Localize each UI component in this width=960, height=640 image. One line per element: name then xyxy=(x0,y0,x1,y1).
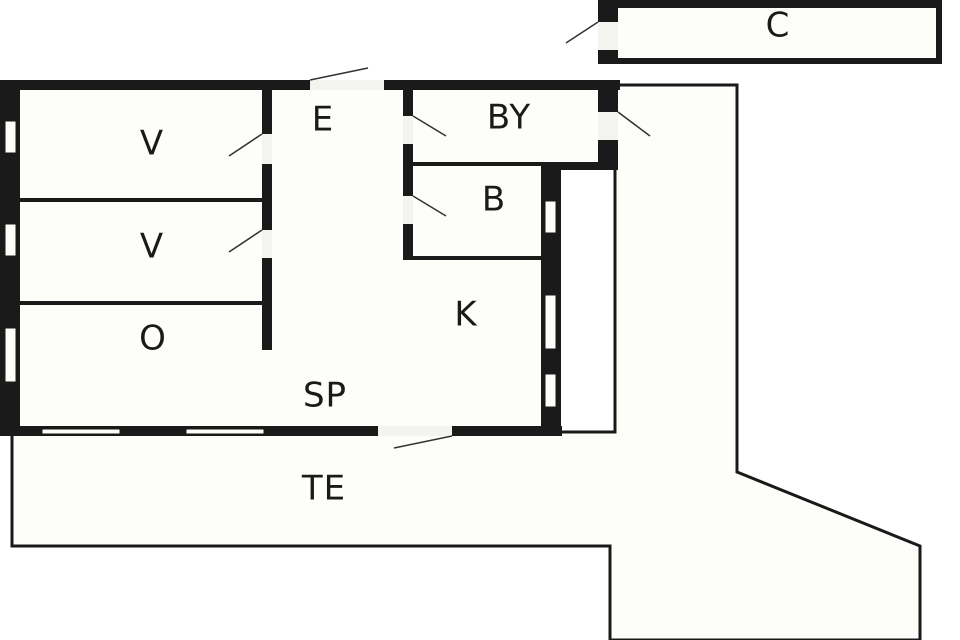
room-label-laundry: BY xyxy=(487,98,531,138)
window xyxy=(544,373,557,408)
room-label-bathroom: B xyxy=(482,180,506,220)
window xyxy=(4,327,17,383)
room-label-entrance: E xyxy=(312,100,334,140)
storage-building-c xyxy=(565,0,942,64)
window xyxy=(544,200,557,234)
window xyxy=(185,428,265,435)
room-labels: V V O E BY B K SP TE C xyxy=(139,6,791,509)
terrace-outline xyxy=(10,83,922,640)
room-label-living-room: SP xyxy=(303,376,347,416)
door-swing xyxy=(565,21,599,44)
interior-walls xyxy=(18,84,548,350)
room-label-kitchen: K xyxy=(454,295,478,335)
door-opening xyxy=(598,22,618,50)
window xyxy=(4,223,17,257)
room-label-o: O xyxy=(139,319,167,359)
room-label-bedroom-2: V xyxy=(140,227,164,267)
window xyxy=(41,428,121,435)
entrance-door-swing xyxy=(309,67,369,81)
window xyxy=(4,120,17,154)
room-label-c: C xyxy=(766,6,791,46)
house-floor xyxy=(6,84,616,432)
door-openings xyxy=(262,80,618,436)
door-swings xyxy=(228,67,651,449)
window xyxy=(544,294,557,350)
room-label-terrace: TE xyxy=(301,469,346,509)
room-label-bedroom-1: V xyxy=(140,124,164,164)
windows xyxy=(4,120,557,435)
